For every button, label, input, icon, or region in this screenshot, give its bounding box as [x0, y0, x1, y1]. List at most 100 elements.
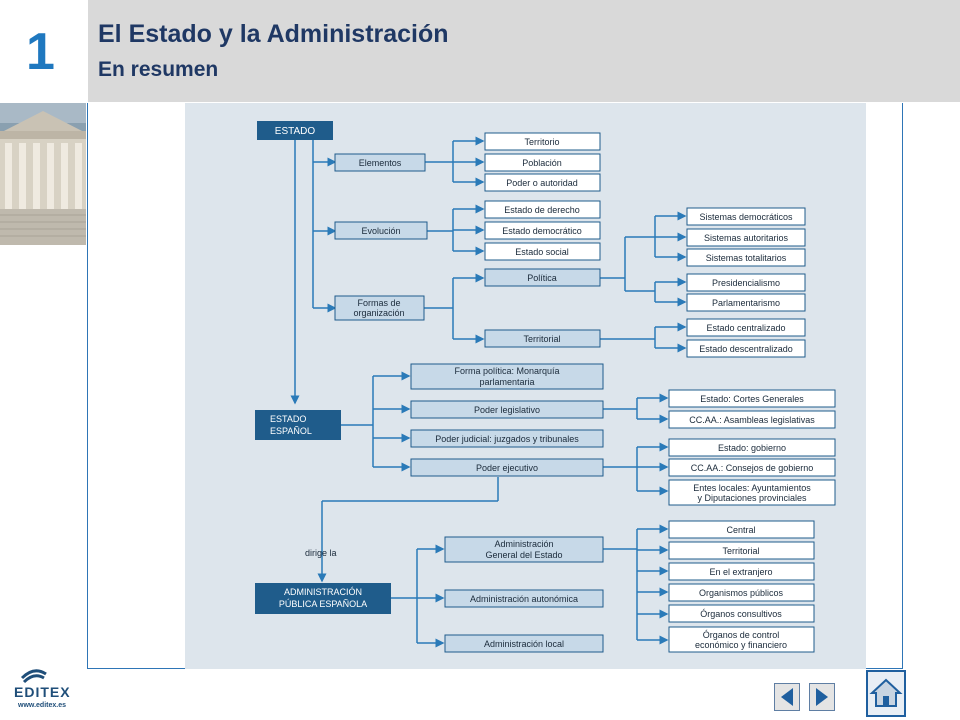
label-consejos-gobierno: CC.AA.: Consejos de gobierno — [691, 463, 814, 473]
node-territorio — [484, 132, 601, 151]
state-administration-diagram: ESTADO ESTADO ESPAÑOL ADMINISTRACIÓN PÚB… — [185, 103, 866, 669]
label-organos-consultivos: Órganos consultivos — [700, 609, 782, 619]
header-left-panel — [0, 0, 88, 102]
node-evolucion — [334, 221, 428, 240]
node-estado-social — [484, 242, 601, 261]
label-entes-locales-2: y Diputaciones provinciales — [697, 493, 807, 503]
node-cortes-generales — [668, 389, 836, 408]
label-poblacion: Población — [522, 158, 562, 168]
node-elementos — [334, 153, 426, 172]
svg-text:ESTADO: ESTADO — [275, 126, 316, 137]
label-forma-politica-2: parlamentaria — [479, 377, 534, 387]
node-estado-democratico — [484, 221, 601, 240]
node-estado-centralizado — [686, 318, 806, 337]
next-slide-button[interactable] — [809, 683, 835, 711]
label-dirige-la: dirige la — [305, 548, 337, 558]
label-age-2: General del Estado — [485, 550, 562, 560]
node-adm-local — [444, 634, 604, 653]
label-parlamentarismo: Parlamentarismo — [712, 298, 780, 308]
node-forma-politica — [410, 363, 604, 390]
node-estado-espanol: ESTADO ESPAÑOL — [255, 410, 341, 440]
label-adm-autonomica: Administración autonómica — [470, 594, 578, 604]
node-formas — [334, 295, 425, 321]
node-poder-judicial — [410, 429, 604, 448]
page-title: El Estado y la Administración — [98, 20, 449, 48]
label-forma-politica-1: Forma política: Monarquía — [454, 366, 559, 376]
node-poder-legislativo — [410, 400, 604, 419]
connector-lines — [290, 136, 687, 648]
editex-logo-text: EDITEX — [14, 684, 71, 700]
svg-text:ESPAÑOL: ESPAÑOL — [270, 426, 312, 436]
node-poder-ejecutivo — [410, 458, 604, 477]
editex-url: www.editex.es — [18, 702, 66, 709]
label-politica: Política — [527, 273, 557, 283]
svg-text:ADMINISTRACIÓN: ADMINISTRACIÓN — [284, 587, 362, 597]
node-age — [444, 536, 604, 563]
node-consejos-gobierno — [668, 458, 836, 477]
page-subtitle: En resumen — [98, 58, 219, 81]
label-estado-derecho: Estado de derecho — [504, 205, 580, 215]
node-territorial — [484, 329, 601, 348]
node-organos-consultivos — [668, 604, 815, 623]
label-formas-2: organización — [353, 308, 404, 318]
node-poder-autoridad — [484, 173, 601, 192]
arrow-left-icon — [781, 688, 793, 706]
node-estado-descentralizado — [686, 339, 806, 358]
node-estado: ESTADO — [257, 121, 333, 140]
previous-slide-button[interactable] — [774, 683, 800, 711]
arrow-right-icon — [816, 688, 828, 706]
node-adm-autonomica — [444, 589, 604, 608]
label-cortes-generales: Estado: Cortes Generales — [700, 394, 804, 404]
label-asambleas: CC.AA.: Asambleas legislativas — [689, 415, 815, 425]
node-central — [668, 520, 815, 539]
svg-text:ESTADO: ESTADO — [270, 414, 306, 424]
label-territorio: Territorio — [524, 137, 559, 147]
node-asambleas — [668, 410, 836, 429]
label-estado-gobierno: Estado: gobierno — [718, 443, 786, 453]
parliament-building-image — [0, 103, 86, 245]
label-sist-autoritarios: Sistemas autoritarios — [704, 233, 789, 243]
label-territorial-age: Territorial — [722, 546, 759, 556]
label-territorial: Territorial — [523, 334, 560, 344]
label-age-1: Administración — [494, 539, 553, 549]
node-poblacion — [484, 153, 601, 172]
label-poder-ejecutivo: Poder ejecutivo — [476, 463, 538, 473]
label-central: Central — [726, 525, 755, 535]
label-adm-local: Administración local — [484, 639, 564, 649]
node-estado-derecho — [484, 200, 601, 219]
svg-text:PÚBLICA ESPAÑOLA: PÚBLICA ESPAÑOLA — [279, 599, 367, 609]
label-poder-legislativo: Poder legislativo — [474, 405, 540, 415]
label-organos-control-1: Órganos de control — [703, 630, 780, 640]
label-presidencialismo: Presidencialismo — [712, 278, 780, 288]
label-estado-social: Estado social — [515, 247, 569, 257]
node-politica — [484, 268, 601, 287]
node-sist-autoritarios — [686, 228, 806, 247]
home-button[interactable] — [866, 670, 906, 717]
header-bar — [88, 0, 960, 102]
label-estado-democratico: Estado democrático — [502, 226, 582, 236]
label-evolucion: Evolución — [361, 226, 400, 236]
node-sist-democraticos — [686, 207, 806, 226]
label-entes-locales-1: Entes locales: Ayuntamientos — [693, 483, 811, 493]
label-poder-autoridad: Poder o autoridad — [506, 178, 578, 188]
label-formas-1: Formas de — [357, 298, 400, 308]
label-organismos: Organismos públicos — [699, 588, 784, 598]
label-poder-judicial: Poder judicial: juzgados y tribunales — [435, 434, 579, 444]
node-territorial-age — [668, 541, 815, 560]
node-sist-totalitarios — [686, 248, 806, 267]
label-sist-democraticos: Sistemas democráticos — [699, 212, 793, 222]
chapter-number: 1 — [26, 23, 55, 81]
label-organos-control-2: económico y financiero — [695, 640, 787, 650]
node-extranjero — [668, 562, 815, 581]
editex-logo-icon — [14, 664, 76, 714]
node-entes-locales — [668, 479, 836, 506]
home-icon — [869, 678, 903, 707]
label-sist-totalitarios: Sistemas totalitarios — [706, 253, 787, 263]
label-estado-descentralizado: Estado descentralizado — [699, 344, 793, 354]
node-estado-gobierno — [668, 438, 836, 457]
node-organismos — [668, 583, 815, 602]
label-elementos: Elementos — [359, 158, 402, 168]
node-presidencialismo — [686, 273, 806, 292]
label-extranjero: En el extranjero — [709, 567, 772, 577]
node-administracion-publica: ADMINISTRACIÓN PÚBLICA ESPAÑOLA — [255, 583, 391, 614]
